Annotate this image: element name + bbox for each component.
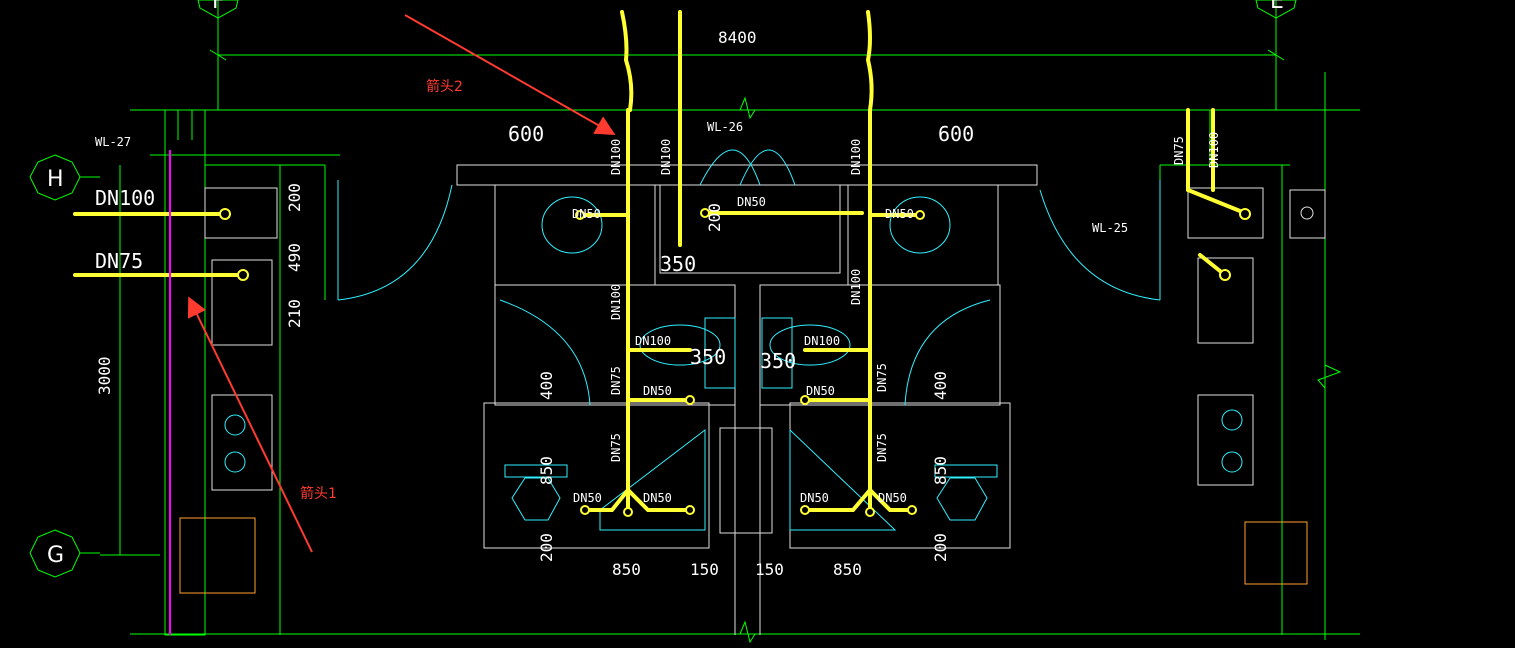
label-dn75-kr: DN75 xyxy=(1172,136,1186,165)
label-dn100-wc-r: DN100 xyxy=(804,334,840,348)
label-dn100-v3: DN100 xyxy=(849,139,863,175)
dim-350-b: 350 xyxy=(690,345,726,369)
dim-850-right-v: 850 xyxy=(931,456,950,485)
dim-210: 210 xyxy=(285,299,304,328)
dim-350-a: 350 xyxy=(660,252,696,276)
arrow2-label: 箭头2 xyxy=(426,78,463,95)
dim-150-right: 150 xyxy=(755,560,784,579)
axis-bubbles: F E H G xyxy=(29,0,1297,578)
drain-pipes xyxy=(73,10,1247,512)
label-dn75-left: DN75 xyxy=(95,249,143,273)
label-wl25: WL-25 xyxy=(1092,221,1128,235)
svg-text:G: G xyxy=(47,543,64,568)
annotations: 箭头1 箭头2 xyxy=(187,14,616,553)
label-wl26: WL-26 xyxy=(707,120,743,134)
label-dn50-fd-l: DN50 xyxy=(643,384,672,398)
label-wl27: WL-27 xyxy=(95,135,131,149)
label-dn100-v4: DN100 xyxy=(609,284,623,320)
label-dn100-wc-l: DN100 xyxy=(635,334,671,348)
label-dn50-basin-l: DN50 xyxy=(572,207,601,221)
dim-490: 490 xyxy=(285,243,304,272)
dim-600-left: 600 xyxy=(508,122,544,146)
dim-200-top: 200 xyxy=(285,183,304,212)
arrow-1 xyxy=(187,296,313,553)
label-dn75-vl2: DN75 xyxy=(609,433,623,462)
dim-200-bl: 200 xyxy=(537,533,556,562)
label-dn50-fd-r: DN50 xyxy=(806,384,835,398)
dim-8400: 8400 xyxy=(718,28,757,47)
dim-850-left-v: 850 xyxy=(537,456,556,485)
svg-text:E: E xyxy=(1270,0,1284,14)
dim-600-right: 600 xyxy=(938,122,974,146)
svg-text:H: H xyxy=(47,167,64,192)
axis-h: H xyxy=(29,154,100,201)
dim-3000: 3000 xyxy=(95,356,114,395)
label-dn75-vr1: DN75 xyxy=(875,363,889,392)
dim-400-left: 400 xyxy=(537,371,556,400)
label-dn50-basin-r: DN50 xyxy=(885,207,914,221)
label-dn50-sh-l2: DN50 xyxy=(643,491,672,505)
label-dn100-v5: DN100 xyxy=(849,269,863,305)
dim-200-mid: 200 xyxy=(705,203,724,232)
dim-200-br: 200 xyxy=(931,533,950,562)
label-dn100-v1: DN100 xyxy=(609,139,623,175)
axis-f: F xyxy=(197,0,239,19)
dim-350-c: 350 xyxy=(760,349,796,373)
label-dn75-vl1: DN75 xyxy=(609,366,623,395)
door-swings xyxy=(224,149,1243,531)
arrow1-label: 箭头1 xyxy=(300,485,337,502)
arrow-2 xyxy=(404,14,616,135)
label-dn50-sh-r1: DN50 xyxy=(800,491,829,505)
axis-g: G xyxy=(29,529,100,578)
label-dn100-left: DN100 xyxy=(95,186,155,210)
dim-850-right-h: 850 xyxy=(833,560,862,579)
label-dn50-mid: DN50 xyxy=(737,195,766,209)
room-outlines xyxy=(179,164,1326,635)
axis-e: E xyxy=(1255,0,1297,19)
dim-850-left-h: 850 xyxy=(612,560,641,579)
label-dn75-vr2: DN75 xyxy=(875,433,889,462)
dim-400-right: 400 xyxy=(931,371,950,400)
label-dn100-kr: DN100 xyxy=(1207,132,1221,168)
dimension-labels: 8400 600 600 3000 200 490 210 200 350 35… xyxy=(95,28,974,579)
dim-150-left: 150 xyxy=(690,560,719,579)
pipe-labels: WL-27 WL-26 WL-25 DN100 DN75 DN100 DN100… xyxy=(95,120,1221,505)
label-dn50-sh-r2: DN50 xyxy=(878,491,907,505)
label-dn100-v2: DN100 xyxy=(659,139,673,175)
pipe-endpoints xyxy=(219,208,1251,517)
svg-text:F: F xyxy=(212,0,225,14)
label-dn50-sh-l1: DN50 xyxy=(573,491,602,505)
